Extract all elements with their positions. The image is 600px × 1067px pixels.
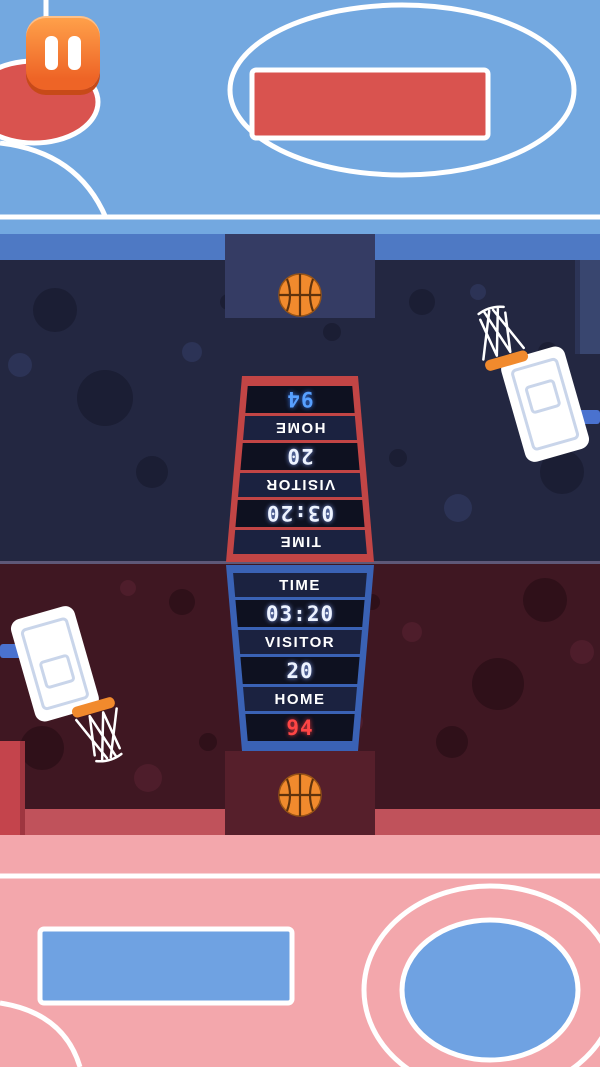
visitor-value: 20 — [233, 443, 367, 470]
pause-icon — [45, 36, 58, 70]
visitor-label: VISITOR — [233, 630, 367, 654]
home-label: HOME — [233, 416, 367, 440]
court-pink[interactable] — [0, 835, 600, 1067]
free-throw-lane-blue — [37, 926, 295, 1006]
hoop-pole-bottom — [0, 741, 25, 835]
scoreboard-top: TIME 03:20 VISITOR 20 HOME 94 — [226, 376, 374, 562]
home-label: HOME — [233, 687, 367, 711]
time-value: 03:20 — [233, 600, 367, 627]
half-divider — [0, 561, 600, 564]
time-label: TIME — [233, 530, 367, 554]
three-point-arc — [0, 140, 109, 219]
scoreboard-frame: TIME 03:20 VISITOR 20 HOME 94 — [226, 376, 374, 562]
home-value: 94 — [233, 714, 367, 741]
visitor-value: 20 — [233, 657, 367, 684]
basketball-hoop-icon — [0, 606, 123, 763]
scoreboard-frame: TIME 03:20 VISITOR 20 HOME 94 — [226, 565, 374, 751]
home-value: 94 — [233, 386, 367, 413]
hoop-pole-top — [575, 260, 600, 354]
free-throw-lane-red — [249, 67, 491, 141]
visitor-label: VISITOR — [233, 473, 367, 497]
center-circle-blue — [399, 917, 581, 1063]
basketball-hoop-icon — [477, 305, 600, 462]
basketball-top[interactable] — [278, 273, 322, 317]
basketball-icon — [278, 273, 322, 317]
hoop-right — [450, 300, 600, 470]
time-label: TIME — [233, 573, 367, 597]
pause-icon — [68, 36, 81, 70]
court-pink-lines — [0, 873, 600, 1067]
hoop-left — [0, 598, 150, 768]
center-circle-outline — [227, 2, 577, 178]
pause-button[interactable] — [26, 16, 100, 90]
scoreboard-bottom: TIME 03:20 VISITOR 20 HOME 94 — [226, 565, 374, 751]
court-blue-markings — [0, 0, 600, 220]
basketball-bottom[interactable] — [278, 773, 322, 817]
three-point-arc — [0, 1000, 83, 1067]
basketball-icon — [278, 773, 322, 817]
center-arc-outline — [361, 883, 600, 1067]
court-blue[interactable] — [0, 0, 600, 234]
time-value: 03:20 — [233, 500, 367, 527]
